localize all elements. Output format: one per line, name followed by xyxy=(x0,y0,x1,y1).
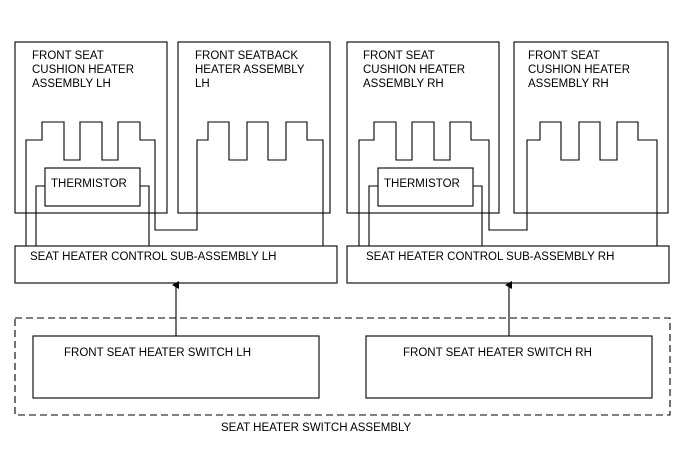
rh-seatback-heater-label-line2: CUSHION HEATER xyxy=(528,64,630,76)
rh-control-sub-assembly: SEAT HEATER CONTROL SUB-ASSEMBLY RH xyxy=(346,245,670,284)
rh-control-label: SEAT HEATER CONTROL SUB-ASSEMBLY RH xyxy=(366,251,614,263)
lh-cushion-heater-label-line3: ASSEMBLY LH xyxy=(32,78,111,90)
rh-seatback-heater-label-line1: FRONT SEAT xyxy=(528,50,600,62)
rh-thermistor: THERMISTOR xyxy=(368,167,483,246)
rh-seatback-heater: FRONT SEAT CUSHION HEATER ASSEMBLY RH xyxy=(513,41,669,214)
lh-heater-element-wire xyxy=(25,121,324,246)
lh-cushion-heater-label-line2: CUSHION HEATER xyxy=(32,64,134,76)
lh-switch-label: FRONT SEAT HEATER SWITCH LH xyxy=(64,347,251,359)
rh-cushion-heater-label-line1: FRONT SEAT xyxy=(363,50,435,62)
rh-thermistor-lead-right xyxy=(473,185,483,246)
rh-switch: FRONT SEAT HEATER SWITCH RH xyxy=(365,335,653,399)
rh-seatback-heater-label-line3: ASSEMBLY RH xyxy=(528,78,609,90)
lh-thermistor-lead-right xyxy=(140,185,150,246)
lh-seatback-heater-box xyxy=(177,41,331,214)
rh-thermistor-label: THERMISTOR xyxy=(384,178,460,190)
rh-control-box xyxy=(346,245,670,284)
lh-seatback-heater-label-line1: FRONT SEATBACK xyxy=(195,50,298,62)
rh-thermistor-lead-left xyxy=(368,185,378,246)
lh-control-box xyxy=(14,245,338,284)
lh-switch: FRONT SEAT HEATER SWITCH LH xyxy=(32,335,320,399)
lh-switch-box xyxy=(32,335,320,399)
rh-switch-label: FRONT SEAT HEATER SWITCH RH xyxy=(403,347,592,359)
lh-cushion-heater-label-line1: FRONT SEAT xyxy=(32,50,104,62)
rh-heater-element-wire xyxy=(358,121,658,246)
switch-assembly-label: SEAT HEATER SWITCH ASSEMBLY xyxy=(221,422,412,434)
lh-thermistor-lead-left xyxy=(35,185,45,246)
rh-cushion-heater-label-line3: ASSEMBLY RH xyxy=(363,78,444,90)
lh-seatback-heater-label-line2: HEATER ASSEMBLY xyxy=(195,64,305,76)
lh-seatback-heater-label-line3: LH xyxy=(195,78,210,90)
rh-switch-box xyxy=(365,335,653,399)
lh-thermistor: THERMISTOR xyxy=(35,167,150,246)
lh-seatback-heater: FRONT SEATBACK HEATER ASSEMBLY LH xyxy=(177,41,331,214)
rh-thermistor-box xyxy=(377,167,474,207)
lh-control-label: SEAT HEATER CONTROL SUB-ASSEMBLY LH xyxy=(30,251,276,263)
lh-thermistor-box xyxy=(44,167,141,207)
lh-thermistor-label: THERMISTOR xyxy=(51,178,127,190)
lh-control-sub-assembly: SEAT HEATER CONTROL SUB-ASSEMBLY LH xyxy=(14,245,338,284)
seat-heater-switch-assembly-boundary xyxy=(14,317,671,416)
rh-cushion-heater-label-line2: CUSHION HEATER xyxy=(363,64,465,76)
